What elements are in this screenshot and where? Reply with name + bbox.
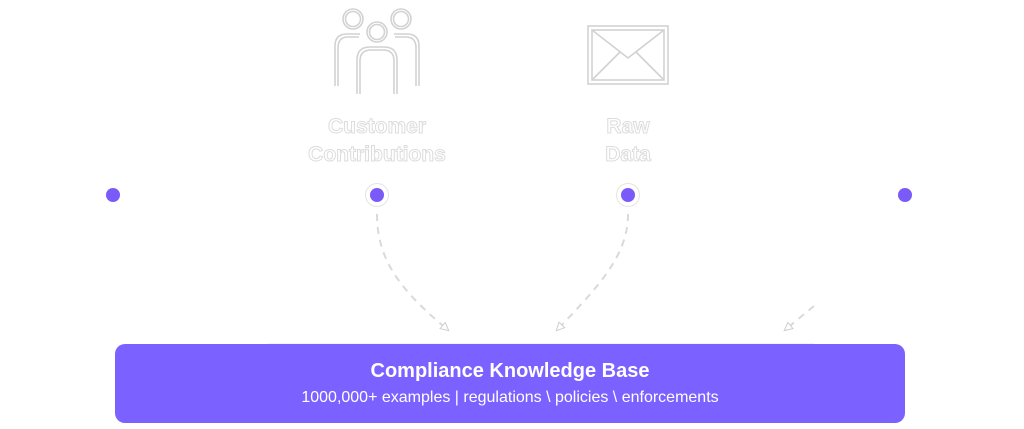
source-label-line2: Contributions — [308, 143, 447, 167]
envelope-icon — [587, 25, 669, 85]
source-label-customer: Customer Contributions — [277, 113, 477, 169]
knowledge-base-box: Compliance Knowledge Base 1000,000+ exam… — [115, 344, 905, 423]
connector-right-to-kb — [785, 305, 815, 330]
node-left — [106, 188, 120, 202]
knowledge-base-subtitle: 1000,000+ examples | regulations \ polic… — [301, 389, 719, 406]
node-raw — [621, 188, 635, 202]
source-label-line2: Data — [605, 143, 652, 167]
connector-raw-to-kb — [557, 213, 629, 330]
source-label-line1: Raw — [606, 115, 650, 139]
node-customer — [370, 188, 384, 202]
source-label-line1: Customer — [327, 115, 427, 139]
connector-customer-to-kb — [376, 213, 448, 330]
node-right — [898, 188, 912, 202]
source-label-raw: Raw Data — [578, 113, 678, 169]
knowledge-base-title: Compliance Knowledge Base — [370, 360, 650, 382]
people-group-icon — [334, 8, 420, 94]
